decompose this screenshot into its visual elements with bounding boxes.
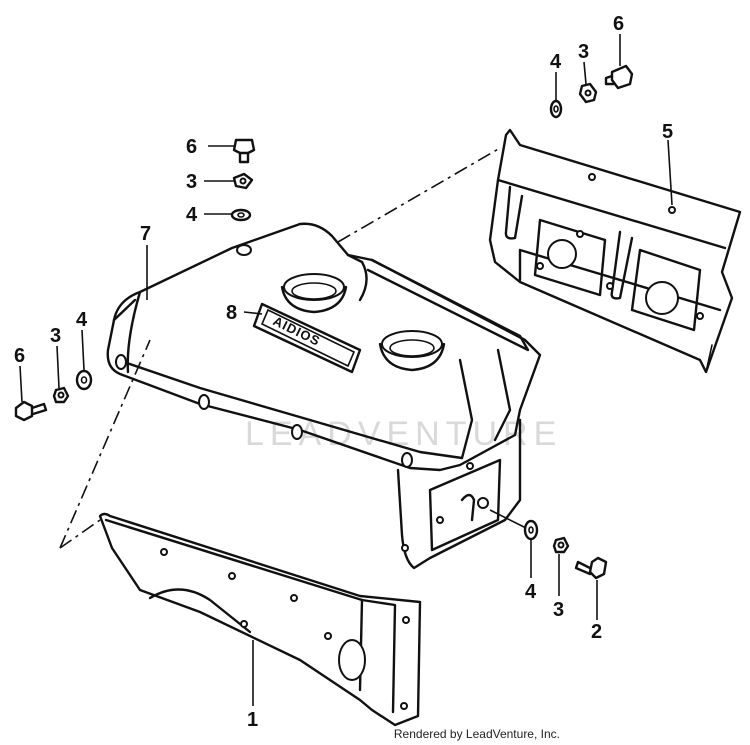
callout-6-upper-right: 6 <box>613 13 624 35</box>
bolt-left <box>14 400 48 422</box>
rear-panel-part-5 <box>488 128 742 374</box>
bolt-upper-right <box>604 64 634 90</box>
callout-4-left: 4 <box>76 309 88 331</box>
callout-3-upper-right: 3 <box>578 41 589 63</box>
callout-3-left: 3 <box>50 325 61 347</box>
callout-4-upper-right: 4 <box>550 51 562 73</box>
washer-left <box>75 369 93 391</box>
top-cover-part-7 <box>106 222 542 472</box>
decal-part-8: AIDIOS <box>252 302 362 374</box>
bolt-upper-left <box>232 138 256 164</box>
callout-6-left: 6 <box>14 345 25 367</box>
nut-upper-left <box>232 172 254 190</box>
alignment-lines <box>59 147 501 549</box>
callout-5: 5 <box>662 121 673 143</box>
callout-6-upper-left: 6 <box>186 136 197 158</box>
callout-3-upper-left: 3 <box>186 171 197 193</box>
washer-upper-right <box>549 99 563 119</box>
bolt-lower-right <box>574 556 608 580</box>
callout-2: 2 <box>591 621 602 643</box>
decal-text: AIDIOS <box>271 313 323 349</box>
callout-8: 8 <box>226 302 237 324</box>
nut-upper-right <box>578 82 598 104</box>
nut-lower-right <box>552 536 570 554</box>
callout-7: 7 <box>140 223 151 245</box>
leader-lines <box>19 34 673 706</box>
lower-panel-part-1 <box>98 512 422 727</box>
callout-labels: 6 3 4 7 8 6 3 4 4 3 6 5 4 3 2 1 <box>14 13 673 731</box>
side-bracket <box>396 418 522 570</box>
callout-4-upper-left: 4 <box>186 204 198 226</box>
callout-3-lower-right: 3 <box>553 599 564 621</box>
washer-upper-left <box>230 208 252 222</box>
footer-credit: Rendered by LeadVenture, Inc. <box>393 727 560 741</box>
callout-4-lower-right: 4 <box>525 581 537 603</box>
nut-left <box>52 386 70 404</box>
callout-1: 1 <box>247 709 258 731</box>
washer-lower-right <box>523 519 539 541</box>
